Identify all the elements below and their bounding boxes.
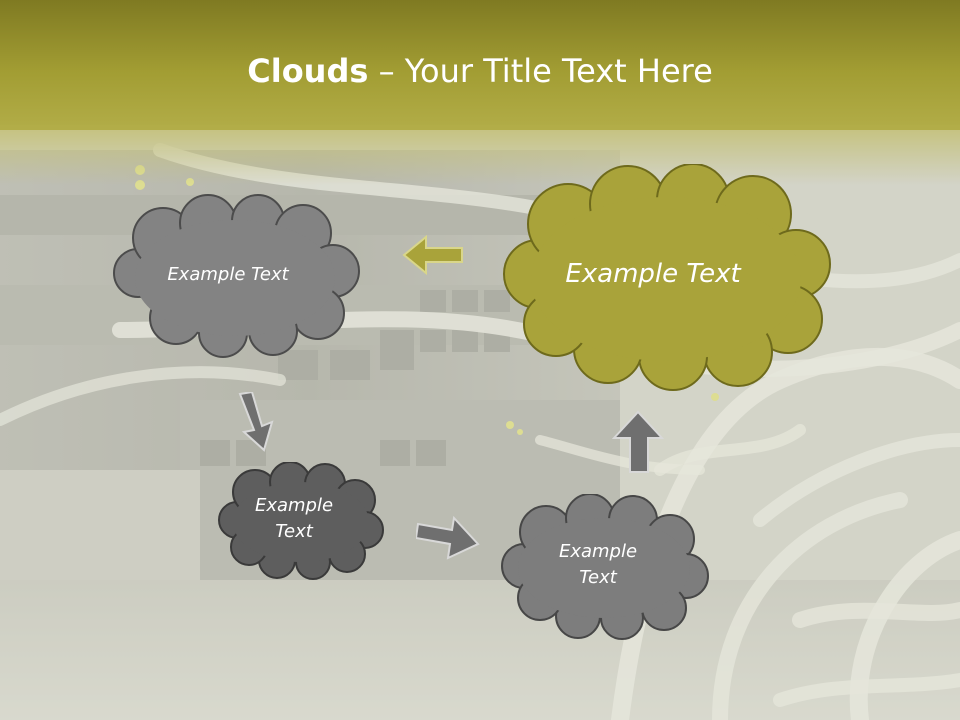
arrow-down-icon [238,392,274,452]
cloud-text-middle-left-line1: Example [254,494,334,516]
cloud-shape-top-left[interactable] [108,193,362,359]
cloud-shape-top-right[interactable] [498,164,834,394]
slide-title: Clouds – Your Title Text Here [0,52,960,90]
cloud-shape-middle-left[interactable] [215,462,385,580]
cloud-text-bottom-right-line1: Example [558,540,638,562]
cloud-text-top-left: Example Text [167,263,289,285]
title-rest: – Your Title Text Here [368,52,713,90]
arrow-up-icon [612,410,664,473]
arrow-left-icon [402,234,463,276]
title-bold: Clouds [247,52,369,90]
cloud-text-top-right: Example Text [565,259,741,290]
cloud-shape-bottom-right[interactable] [498,494,710,640]
cloud-text-bottom-right-line2: Text [579,567,617,588]
arrow-right-icon [416,515,480,560]
cloud-text-middle-left-line2: Text [275,521,313,542]
